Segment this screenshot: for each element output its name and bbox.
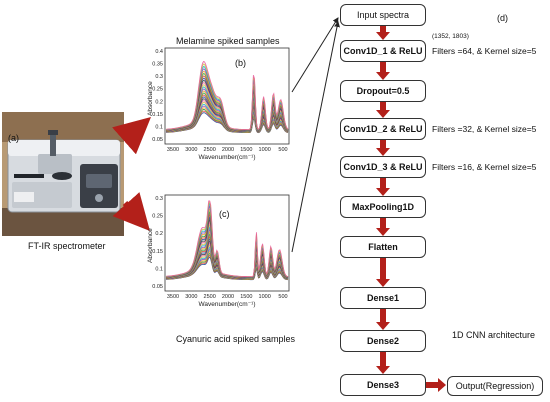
plot_c-ytick-2: 0.2 [155, 231, 163, 237]
flow-arrow-shaft-1 [380, 62, 386, 73]
flow-arrow-head-8 [376, 366, 390, 374]
cnn-node-note-3: Filters =32, & Kernel size=5 [432, 124, 537, 134]
plot_c-xtick-5: 1000 [259, 294, 271, 300]
plot_c-spectrum-25 [165, 200, 289, 278]
plot_b-xtick-1: 3000 [185, 147, 197, 153]
arrow-to-plot-b [112, 117, 151, 155]
plot_b-ytick-1: 0.35 [152, 62, 163, 68]
panel-label-d: (d) [497, 13, 508, 23]
cnn-node-5: MaxPooling1D [340, 196, 426, 218]
flow-arrow-head-0 [376, 32, 390, 40]
plot_c-xtick-2: 2500 [204, 294, 216, 300]
panel-label-a: (a) [8, 133, 19, 143]
plot_b-ytick-6: 0.1 [155, 124, 163, 130]
plot_b-xlabel: Wavenumber(cm⁻¹) [198, 154, 255, 161]
plot_b-xtick-2: 2500 [204, 147, 216, 153]
plot_b-spectrum-25 [165, 60, 289, 131]
arrow-to-plot-c [112, 192, 151, 231]
cnn-node-2: Dropout=0.5 [340, 80, 426, 102]
connector-b-to-input [291, 17, 339, 93]
cnn-caption: 1D CNN architecture [452, 330, 536, 340]
plot-b: 0.4 0.35 0.3 0.25 0.2 0.15 0.1 0.05 3500 3000 2500… [147, 47, 290, 161]
plot_c-xtick-1: 3000 [185, 294, 197, 300]
flow-arrow-shaft-6 [380, 258, 386, 280]
flow-arrow-head-6 [376, 279, 390, 287]
plot_b-ytick-5: 0.15 [152, 112, 163, 118]
flow-arrow-shaft-7 [380, 309, 386, 323]
plot_c-ytick-5: 0.05 [152, 284, 163, 290]
spectrometer-illustration [2, 112, 124, 236]
flow-arrow-shaft-8 [380, 352, 386, 367]
cnn-node-4: Conv1D_3 & ReLU [340, 156, 426, 178]
cnn-node-0: Input spectra [340, 4, 426, 26]
plot_b-xtick-5: 1000 [259, 147, 271, 153]
output-box: Output(Regression) [447, 376, 543, 396]
cnn-node-1: Conv1D_1 & ReLU [340, 40, 426, 62]
plot_c-ytick-1: 0.25 [152, 214, 163, 220]
plot_c-xtick-4: 1500 [240, 294, 252, 300]
output-arrow-head [438, 378, 446, 392]
plot_b-ytick-0: 0.4 [155, 49, 163, 55]
plot_c-xtick-6: 500 [278, 294, 287, 300]
plot_c-ytick-3: 0.15 [152, 249, 163, 255]
plot_c-ytick-4: 0.1 [155, 266, 163, 272]
plot_b-xtick-0: 3500 [167, 147, 179, 153]
plot_c-xtick-0: 3500 [167, 294, 179, 300]
output-arrow-shaft [426, 382, 438, 388]
plot_c-panel-label: (c) [219, 209, 230, 219]
cnn-node-note-1: Filters =64, & Kernel size=5 [432, 46, 537, 56]
input-shape: (1352, 1803) [432, 33, 469, 40]
plot_b-ylabel: Absorbance [147, 81, 154, 116]
plot_b-xtick-4: 1500 [240, 147, 252, 153]
flow-arrow-shaft-3 [380, 140, 386, 149]
flow-arrow-shaft-5 [380, 218, 386, 229]
plot_b-xtick-3: 2000 [222, 147, 234, 153]
plot_b-ytick-2: 0.3 [155, 74, 163, 80]
plot_b-panel-label: (b) [235, 58, 246, 68]
plot_b-ytick-3: 0.25 [152, 87, 163, 93]
cnn-node-note-4: Filters =16, & Kernel size=5 [432, 162, 537, 172]
cnn-node-3: Conv1D_2 & ReLU [340, 118, 426, 140]
flow-arrow-head-2 [376, 110, 390, 118]
cnn-node-9: Dense3 [340, 374, 426, 396]
plot_b-ytick-4: 0.2 [155, 99, 163, 105]
flow-arrow-shaft-2 [380, 102, 386, 111]
plot-b-title: Melamine spiked samples [176, 36, 280, 46]
flow-arrow-head-7 [376, 322, 390, 330]
plot-c-title: Cyanuric acid spiked samples [176, 334, 296, 344]
plot_c-ylabel: Absorbance [147, 228, 154, 263]
flow-arrow-shaft-0 [380, 26, 386, 33]
plot_b-ytick-7: 0.05 [152, 137, 163, 143]
plot_c-xlabel: Wavenumber(cm⁻¹) [198, 301, 255, 308]
flow-arrow-head-3 [376, 148, 390, 156]
cnn-node-6: Flatten [340, 236, 426, 258]
plot_c-ytick-0: 0.3 [155, 196, 163, 202]
cnn-node-7: Dense1 [340, 287, 426, 309]
spectrometer-caption: FT-IR spectrometer [28, 241, 106, 251]
flow-arrow-head-5 [376, 228, 390, 236]
connector-c-to-input [291, 21, 340, 253]
plot_c-xtick-3: 2000 [222, 294, 234, 300]
cnn-node-8: Dense2 [340, 330, 426, 352]
flow-arrow-shaft-4 [380, 178, 386, 189]
spectrometer-image [2, 112, 124, 236]
plot_b-xtick-6: 500 [278, 147, 287, 153]
flow-arrow-head-4 [376, 188, 390, 196]
flow-arrow-head-1 [376, 72, 390, 80]
plot-c: 0.3 0.25 0.2 0.15 0.1 0.05 3500 3000 2500 2000 150… [147, 194, 290, 308]
